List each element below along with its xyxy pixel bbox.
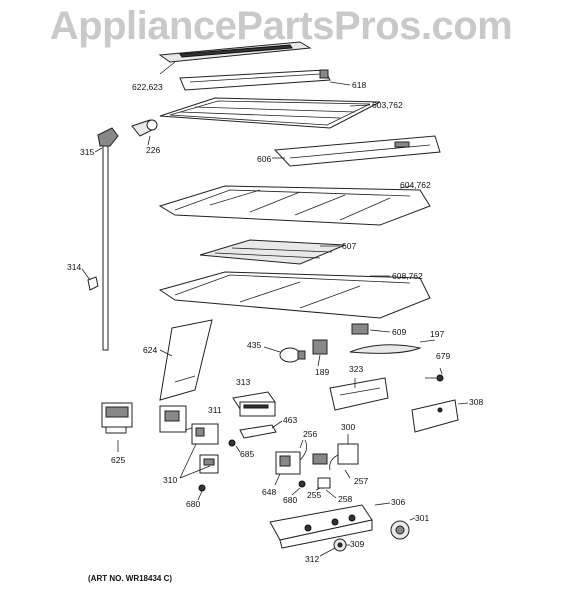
part-463 [239,424,277,439]
part-226 [131,119,158,137]
part-604-762 [158,185,431,226]
callout-648: 648 [262,487,277,497]
part-313 [232,391,276,417]
part-300-257 [312,443,359,471]
part-255-258 [298,477,331,489]
callout-315: 315 [80,147,95,157]
part-197 [349,344,422,354]
part-624-holder [159,405,187,433]
part-618 [179,69,331,91]
callout-306: 306 [391,497,406,507]
leader-lines [81,61,469,557]
callout-608-762: 608,762 [392,271,423,281]
callout-624: 624 [143,345,158,355]
part-301 [390,520,410,540]
callout-604-762: 604,762 [400,180,431,190]
part-323 [329,377,389,411]
part-607 [199,239,346,265]
callout-310: 310 [163,475,178,485]
part-685 [228,439,236,447]
part-315-314-rod [87,127,119,351]
part-624 [159,319,213,401]
callout-226: 226 [146,145,161,155]
watermark-logo: AppliancePartsPros.com [49,4,513,48]
callout-258: 258 [338,494,353,504]
callout-301: 301 [415,513,430,523]
callout-257: 257 [354,476,369,486]
callout-463: 463 [283,415,298,425]
callout-189: 189 [315,367,330,377]
part-680-a [198,484,206,492]
callout-312: 312 [305,554,320,564]
part-308 [411,399,459,433]
callout-308: 308 [469,397,484,407]
part-609 [351,323,369,335]
part-625 [101,402,133,434]
callout-256: 256 [303,429,318,439]
callout-314: 314 [67,262,82,272]
callout-606: 606 [257,154,272,164]
callout-622-623: 622,623 [132,82,163,92]
callout-679: 679 [436,351,451,361]
art-number: (ART NO. WR18434 C) [88,574,173,583]
callout-323: 323 [349,364,364,374]
callout-609: 609 [392,327,407,337]
part-622-623 [158,41,312,63]
callout-311: 311 [208,405,222,415]
callout-313: 313 [236,377,251,387]
part-679 [425,374,444,382]
part-310 [199,454,219,474]
callout-685: 685 [240,449,255,459]
callout-300: 300 [341,422,356,432]
callout-309: 309 [350,539,365,549]
callout-197: 197 [430,329,445,339]
callout-680-b: 680 [186,499,201,509]
part-311 [191,423,219,445]
callout-607: 607 [342,241,357,251]
part-603-762 [159,97,381,129]
part-256-648 [275,439,308,475]
part-309-312 [333,538,347,552]
callout-435: 435 [247,340,262,350]
callout-618: 618 [352,80,367,90]
callout-680-a: 680 [283,495,298,505]
callout-625: 625 [111,455,126,465]
part-606 [273,135,441,167]
callout-603-762: 603,762 [372,100,403,110]
part-306 [269,504,373,549]
part-608-762 [158,271,431,319]
callout-255: 255 [307,490,322,500]
part-435 [279,347,306,363]
part-189 [312,339,328,355]
